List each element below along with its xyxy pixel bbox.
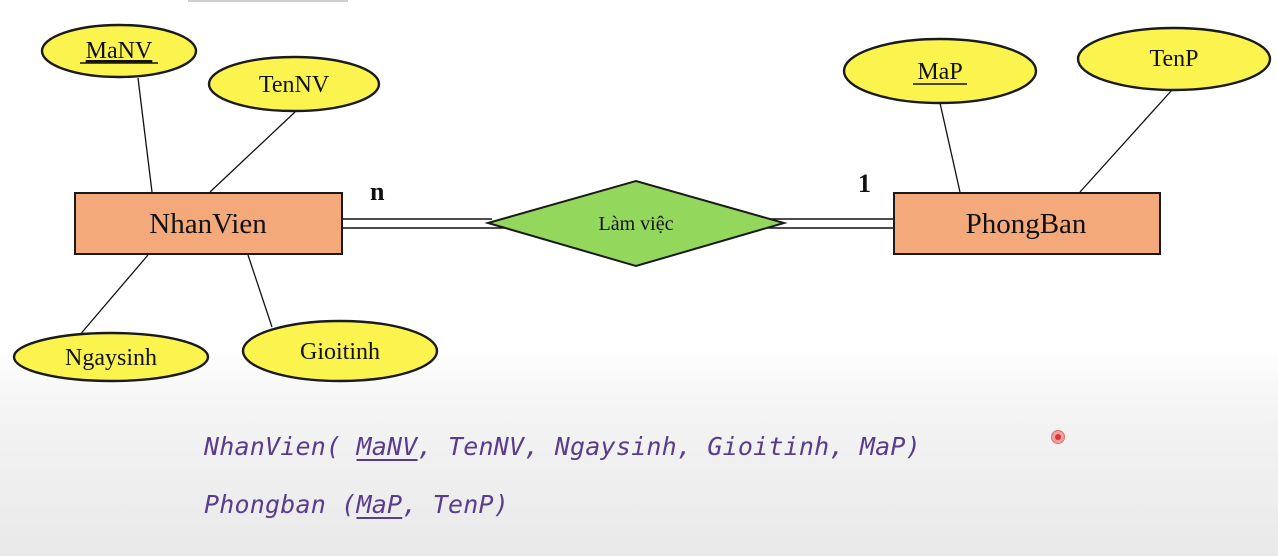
laser-pointer-dot (1052, 431, 1064, 443)
connector-tenp (1079, 89, 1173, 193)
attribute-manv (40, 23, 198, 79)
attribute-map (842, 37, 1038, 105)
attribute-manv-label: MaNV (86, 38, 153, 64)
er-diagram: NhanVien PhongBan Làm việc n 1 MaNV TenN… (12, 23, 1272, 383)
attribute-tennv (207, 55, 381, 113)
connector-gioitinh (247, 254, 273, 328)
entity-phongban-label: PhongBan (966, 208, 1087, 240)
connector-tennv (209, 111, 296, 193)
schema-phongban-rest: , TenP) (402, 490, 510, 519)
schema-nhanvien: NhanVien( MaNV, TenNV, Ngaysinh, Gioitin… (204, 432, 921, 461)
entity-nhanvien (74, 192, 343, 255)
attribute-tenp (1076, 26, 1272, 92)
attribute-map-label: MaP (917, 59, 962, 85)
attribute-ngaysinh (12, 331, 210, 383)
schema-phongban-open: ( (326, 490, 357, 519)
entity-nhanvien-label: NhanVien (149, 208, 267, 240)
cardinality-left: n (370, 177, 385, 206)
connector-map (939, 102, 961, 193)
relationship-lam-viec (484, 179, 788, 268)
cardinality-right: 1 (858, 169, 871, 198)
schema-phongban-name: Phongban (204, 490, 327, 519)
top-edge-line (188, 0, 348, 2)
relationship-label: Làm việc (599, 213, 674, 235)
attribute-ngaysinh-label: Ngaysinh (65, 345, 157, 371)
connector-ngaysinh (77, 254, 149, 338)
schema-phongban: Phongban (MaP, TenP) (204, 490, 509, 519)
schema-nhanvien-name: NhanVien (204, 432, 327, 461)
attribute-gioitinh (241, 319, 439, 383)
schema-nhanvien-rest: , TenNV, Ngaysinh, Gioitinh, MaP) (417, 432, 921, 461)
attribute-tenp-label: TenP (1150, 46, 1199, 72)
attribute-tennv-label: TenNV (259, 72, 330, 98)
schema-nhanvien-key: MaNV (356, 432, 418, 461)
attribute-gioitinh-label: Gioitinh (300, 339, 380, 365)
connector-manv (137, 77, 153, 193)
entity-phongban (893, 192, 1161, 255)
schema-nhanvien-open: ( (326, 432, 357, 461)
schema-phongban-key: MaP (356, 490, 403, 519)
